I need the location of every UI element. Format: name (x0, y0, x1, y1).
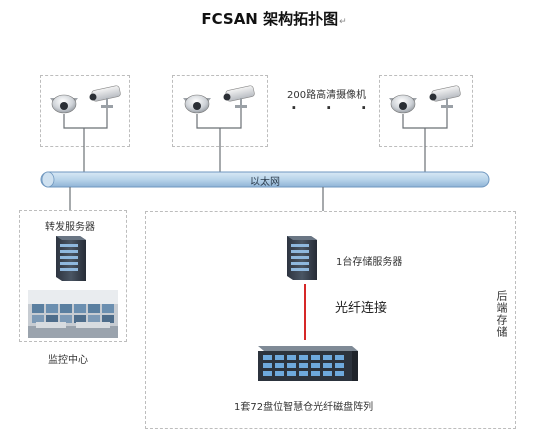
forward-server-icon (56, 236, 86, 281)
monitor-center-label: 监控中心 (48, 355, 88, 366)
dome-camera-icon (50, 94, 78, 114)
camera-label: 200路高清摄像机 (287, 90, 367, 101)
network-drop-lines (69, 187, 324, 211)
disk-array-label: 1套72盘位智慧仓光纤磁盘阵列 (234, 402, 374, 413)
fiber-label: 光纤连接 (335, 301, 388, 316)
ethernet-bar (40, 171, 490, 188)
storage-server-icon (287, 236, 317, 280)
camera-group-3 (389, 85, 461, 145)
camera-group-1 (50, 85, 121, 145)
forward-server-label: 转发服务器 (45, 222, 95, 233)
storage-server-label: 1台存储服务器 (336, 257, 403, 268)
backend-storage-label: 后端存储 (495, 290, 508, 338)
return-mark: ↵ (339, 17, 347, 27)
dome-camera-icon (183, 94, 211, 114)
camera-drop-lines (83, 145, 426, 172)
camera-group-2 (183, 85, 255, 145)
monitor-center-box (19, 210, 127, 342)
bullet-camera-icon (89, 85, 121, 108)
bullet-camera-icon (429, 85, 461, 108)
title-text: FCSAN 架构拓扑图 (201, 10, 339, 28)
camera-group-box-1 (40, 75, 130, 147)
backend-storage-box (145, 211, 516, 429)
bullet-camera-icon (223, 85, 255, 108)
camera-dots: · · · (291, 99, 379, 117)
monitor-center-photo (28, 290, 118, 338)
diagram-title: FCSAN 架构拓扑图↵ (0, 8, 548, 29)
dome-camera-icon (389, 94, 417, 114)
camera-group-box-3 (379, 75, 473, 147)
network-label: 以太网 (250, 177, 280, 188)
disk-array-icon (258, 346, 358, 381)
